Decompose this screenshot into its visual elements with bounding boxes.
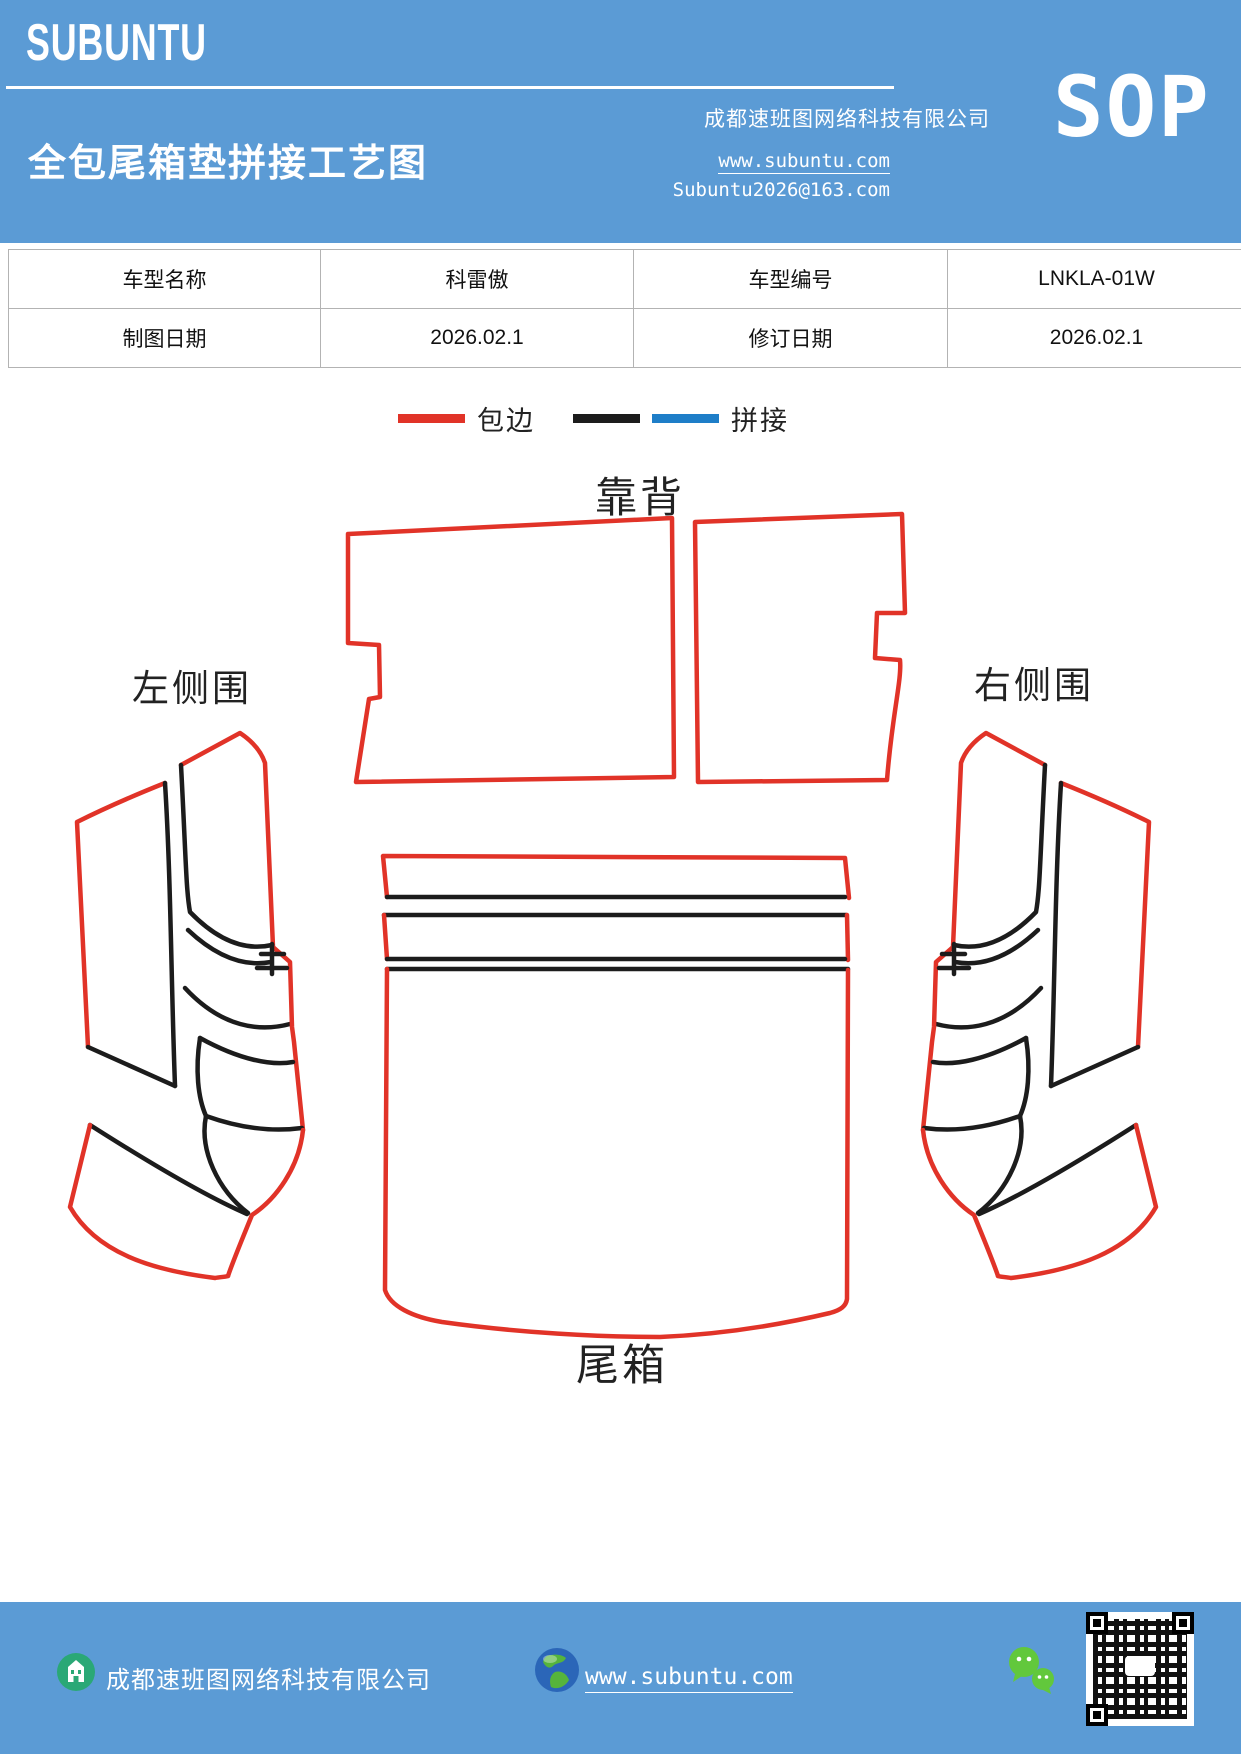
brand-logo: SUBUNTU <box>26 13 207 72</box>
right-side-panel-group <box>923 733 1156 1278</box>
side-band2-seam <box>182 985 293 1030</box>
doc-type-label: SOP <box>1053 58 1211 156</box>
binding-line-label: 包边 <box>477 406 535 436</box>
side-lower-right-binding <box>225 1127 306 1279</box>
model-code-value: LNKLA-01W <box>947 249 1241 309</box>
backrest-label: 靠背 <box>595 474 685 521</box>
qr-center-logo <box>1125 1656 1155 1676</box>
vehicle-info-table: 车型名称 科雷傲 车型编号 LNKLA-01W 制图日期 2026.02.1 修… <box>8 249 1241 368</box>
qr-code <box>1086 1612 1194 1726</box>
line-type-legend: 包边 拼接 <box>398 399 789 438</box>
side-piece-a-binding <box>74 780 168 1050</box>
trunk-strip1-binding-edge <box>380 853 852 901</box>
side-piece-a-seam-right <box>162 780 178 1089</box>
page-title: 全包尾箱垫拼接工艺图 <box>28 143 429 185</box>
trunk-body-binding-edge <box>382 966 851 1340</box>
trunk-label: 尾箱 <box>576 1342 668 1390</box>
side-piece-e-seam <box>202 1113 251 1216</box>
right-side-label: 右侧围 <box>974 665 1094 706</box>
header-company-name: 成都速班图网络科技有限公司 <box>704 108 990 131</box>
side-piece-b-seam <box>178 762 275 949</box>
side-band-right-binding <box>270 944 306 1133</box>
revise-date-label: 修订日期 <box>633 308 948 368</box>
side-quad-top-seam <box>197 1035 296 1066</box>
side-quad-left-seam <box>195 1035 209 1119</box>
seam-line-label: 拼接 <box>731 406 789 436</box>
revise-date-value: 2026.02.1 <box>947 308 1241 368</box>
qr-finder-bottomleft <box>1086 1704 1108 1726</box>
side-piece-b-binding <box>178 730 276 950</box>
backrest-left-piece-outline <box>345 515 677 785</box>
binding-line-swatch <box>398 414 465 423</box>
side-band1-seam <box>185 927 274 966</box>
header-banner: SUBUNTU 成都速班图网络科技有限公司 SOP 全包尾箱垫拼接工艺图 www… <box>0 0 1241 243</box>
trunk-strip2-left-edge <box>381 912 390 962</box>
side-piece-d-top-seam <box>87 1122 250 1217</box>
side-piece-d-binding <box>67 1122 231 1281</box>
trunk-strip2-right-edge <box>844 912 851 963</box>
globe-icon <box>535 1648 579 1692</box>
footer-company-name: 成都速班图网络科技有限公司 <box>106 1667 431 1694</box>
table-row: 制图日期 2026.02.1 修订日期 2026.02.1 <box>8 308 1241 368</box>
draw-date-label: 制图日期 <box>8 308 321 368</box>
alignment-mark <box>254 941 290 977</box>
draw-date-value: 2026.02.1 <box>320 308 634 368</box>
left-side-label: 左侧围 <box>132 668 252 709</box>
backrest-right-piece-outline <box>692 511 908 785</box>
side-quad-bottom-seam <box>203 1113 305 1132</box>
model-name-label: 车型名称 <box>8 249 321 309</box>
side-piece-a-seam-bottom <box>85 1044 178 1089</box>
wechat-icon <box>1009 1647 1054 1694</box>
qr-finder-topleft <box>1086 1612 1108 1634</box>
footer-banner: 成都速班图网络科技有限公司 www.subuntu.com <box>0 1602 1241 1754</box>
header-website-link[interactable]: www.subuntu.com <box>718 150 890 174</box>
seam-blue-swatch <box>652 414 719 423</box>
footer-website-link[interactable]: www.subuntu.com <box>585 1664 793 1693</box>
building-icon <box>57 1653 95 1691</box>
qr-finder-topright <box>1172 1612 1194 1634</box>
header-email-link[interactable]: Subuntu2026@163.com <box>672 179 890 201</box>
header-divider-line <box>6 86 894 89</box>
seam-black-swatch <box>573 414 640 423</box>
